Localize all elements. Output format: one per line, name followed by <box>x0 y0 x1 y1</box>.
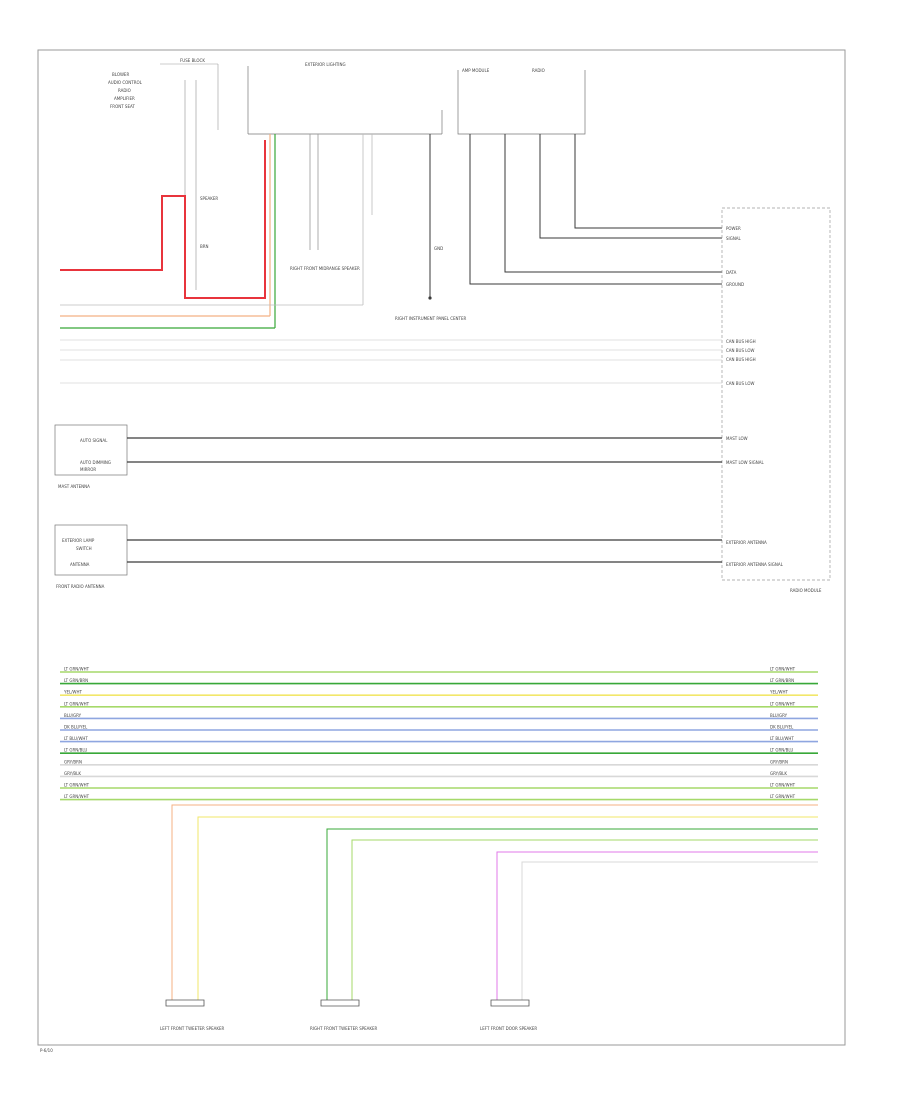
mast-antenna: AUTO SIGNAL AUTO DIMMING MIRROR MAST ANT… <box>54 424 722 489</box>
bus-label-right: LT BLU/WHT <box>770 736 794 741</box>
front-antenna-line-3: ANTENNA <box>70 562 90 567</box>
speaker-drops <box>171 804 818 1000</box>
bus-label-left: DK BLU/YEL <box>64 725 88 730</box>
top-modules: AMP MODULE RADIO <box>457 68 722 285</box>
exterior-lighting-title: EXTERIOR LIGHTING <box>305 62 346 67</box>
bus-harness: LT GRN/WHT LT GRN/WHT LT GRN/BRN LT GRN/BRN… <box>60 667 818 801</box>
pin-can-low-1: CAN BUS LOW <box>726 348 755 353</box>
bus-label-left: GRY/BLK <box>64 771 81 776</box>
fuse-item-5: FRONT SEAT <box>110 104 135 109</box>
speaker-2-label: RIGHT FRONT TWEETER SPEAKER <box>310 1026 378 1031</box>
front-antenna-line-2: SWITCH <box>76 546 92 551</box>
speaker-1-label: LEFT FRONT TWEETER SPEAKER <box>160 1026 224 1031</box>
mast-antenna-line-2: AUTO DIMMING <box>80 460 111 465</box>
mast-antenna-caption: MAST ANTENNA <box>58 484 90 489</box>
bus-label-right: BLU/GRY <box>770 713 788 718</box>
wire-label-brn: BRN <box>200 244 209 249</box>
bus-label-right: LT GRN/WHT <box>770 701 796 706</box>
radio-module: RADIO MODULE POWER SIGNAL DATA GROUND CA… <box>721 207 831 593</box>
pin-mast-low: MAST LOW <box>726 436 748 441</box>
ground-note-label: RIGHT INSTRUMENT PANEL CENTER <box>395 316 467 321</box>
pin-exterior-antenna: EXTERIOR ANTENNA <box>726 540 767 545</box>
fuse-block: FUSE BLOCK BLOWER AUDIO CONTROL RADIO AM… <box>60 58 266 299</box>
radio-module-label: RADIO MODULE <box>790 588 822 593</box>
speaker-left-front-door: LEFT FRONT DOOR SPEAKER <box>480 999 537 1031</box>
bus-label-left: LT GRN/BLU <box>64 748 87 753</box>
middle-signal-wires <box>60 304 722 384</box>
pin-power: POWER <box>726 226 741 231</box>
pin-can-high-1: CAN BUS HIGH <box>726 339 756 344</box>
connector-left-label: RIGHT FRONT MIDRANGE SPEAKER <box>290 266 360 271</box>
fuse-item-3: RADIO <box>118 88 131 93</box>
bus-label-left: LT GRN/WHT <box>64 794 90 799</box>
wire-label-speaker: SPEAKER <box>200 196 218 201</box>
bus-label-left: LT GRN/WHT <box>64 701 90 706</box>
pin-can-low-2: CAN BUS LOW <box>726 381 755 386</box>
pin-can-high-2: CAN BUS HIGH <box>726 357 756 362</box>
bus-label-right: LT GRN/BRN <box>770 678 794 683</box>
fuse-item-1: BLOWER <box>112 72 129 77</box>
bus-label-right: GRY/BLK <box>770 771 787 776</box>
bus-label-right: GRY/BRN <box>770 759 788 764</box>
pin-data: DATA <box>726 270 737 275</box>
pin-mast-low-signal: MAST LOW SIGNAL <box>726 460 764 465</box>
bus-label-left: LT BLU/WHT <box>64 736 88 741</box>
bus-label-left: LT GRN/WHT <box>64 783 90 788</box>
speaker-3-label: LEFT FRONT DOOR SPEAKER <box>480 1026 537 1031</box>
bus-label-right: DK BLU/YEL <box>770 725 794 730</box>
pin-exterior-antenna-signal: EXTERIOR ANTENNA SIGNAL <box>726 562 784 567</box>
front-antenna-caption: FRONT RADIO ANTENNA <box>56 584 105 589</box>
page-frame <box>37 49 846 1046</box>
bus-label-right: LT GRN/WHT <box>770 783 796 788</box>
front-antenna-line-1: EXTERIOR LAMP <box>62 538 95 543</box>
bus-label-left: BLU/GRY <box>64 713 82 718</box>
exterior-lighting-connector: EXTERIOR LIGHTING RIGHT FRONT MIDRANGE S… <box>247 62 467 328</box>
radio-label: RADIO <box>532 68 545 73</box>
bus-label-right: YEL/WHT <box>769 690 789 695</box>
fuse-item-2: AUDIO CONTROL <box>108 80 143 85</box>
page-code: P-6/10 <box>40 1048 53 1053</box>
pin-ground: GROUND <box>726 282 744 287</box>
mast-antenna-line-1: AUTO SIGNAL <box>80 438 108 443</box>
bus-label-left: GRY/BRN <box>64 759 82 764</box>
bus-label-left: LT GRN/WHT <box>64 667 90 672</box>
mast-antenna-line-3: MIRROR <box>80 467 96 472</box>
amp-module-label: AMP MODULE <box>462 68 490 73</box>
bus-label-right: LT GRN/WHT <box>770 667 796 672</box>
bus-label-left: YEL/WHT <box>63 690 83 695</box>
bus-label-right: LT GRN/BLU <box>770 748 793 753</box>
front-radio-antenna: EXTERIOR LAMP SWITCH ANTENNA FRONT RADIO… <box>54 524 722 589</box>
bus-label-left: LT GRN/BRN <box>64 678 88 683</box>
pin-signal: SIGNAL <box>726 236 742 241</box>
fuse-block-title: FUSE BLOCK <box>180 58 205 63</box>
fuse-item-4: AMPLIFIER <box>114 96 135 101</box>
ground-label: GND <box>434 246 443 251</box>
speaker-right-front-tweeter: RIGHT FRONT TWEETER SPEAKER <box>310 999 378 1031</box>
bus-label-right: LT GRN/WHT <box>770 794 796 799</box>
speaker-left-front-tweeter: LEFT FRONT TWEETER SPEAKER <box>160 999 224 1031</box>
